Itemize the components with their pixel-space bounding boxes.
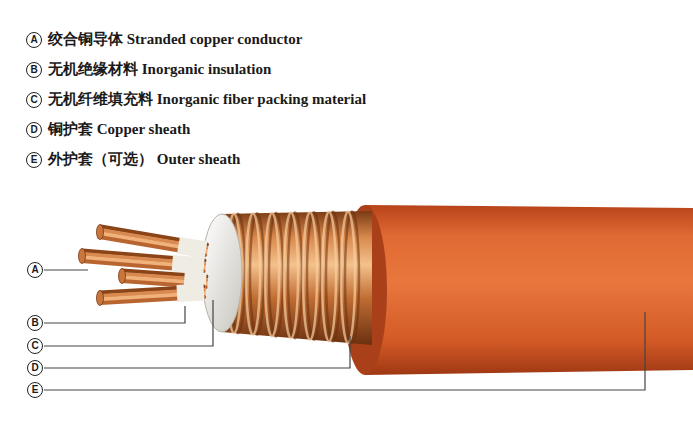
fiber-packing [202, 214, 242, 332]
callout-letter: B [26, 62, 42, 78]
part-name: 无机绝缘材料 Inorganic insulation [48, 60, 271, 78]
part-name: 铜护套 Copper sheath [48, 120, 190, 138]
corrugation-ring [284, 213, 298, 339]
part-name: 外护套（可选） Outer sheath [48, 150, 240, 168]
callout-letter: E [26, 152, 42, 168]
leader-line [44, 312, 645, 390]
outer-sheath [365, 205, 693, 375]
copper-strand [82, 261, 204, 271]
copper-conductors [79, 225, 207, 306]
strand-end [119, 269, 126, 284]
leader-line [44, 336, 350, 368]
corrugation-ring [322, 212, 336, 342]
insulation-sleeve [178, 245, 206, 250]
leader-lines [44, 270, 645, 390]
copper-strand [100, 233, 206, 251]
callout-letter: C [27, 338, 43, 354]
callout-letter: A [27, 262, 43, 278]
callout-letter: D [27, 360, 43, 376]
callout-letter: E [27, 382, 43, 398]
insulation-sleeve [184, 280, 206, 282]
corrugation-ring [303, 212, 317, 340]
strand-end [97, 291, 104, 306]
corrugation-ring [246, 213, 260, 335]
leader-line [44, 269, 88, 270]
copper-sheath [222, 211, 372, 345]
strand-end [97, 225, 104, 240]
corrugation-ring [341, 211, 355, 343]
insulation-sleeve [177, 292, 204, 294]
insulation-sleeve [172, 263, 204, 266]
strand-end [79, 249, 86, 264]
part-name: 绞合铜导体 Stranded copper conductor [48, 30, 302, 48]
corrugation-ring [265, 213, 279, 337]
part-name: 无机纤维填充料 Inorganic fiber packing material [48, 90, 366, 108]
callout-letter: B [27, 315, 43, 331]
callout-letter: A [26, 32, 42, 48]
leader-line [44, 306, 185, 323]
copper-corrugation [227, 211, 359, 343]
leader-line [44, 300, 213, 346]
callout-letter: C [26, 92, 42, 108]
callout-letter: D [26, 122, 42, 138]
